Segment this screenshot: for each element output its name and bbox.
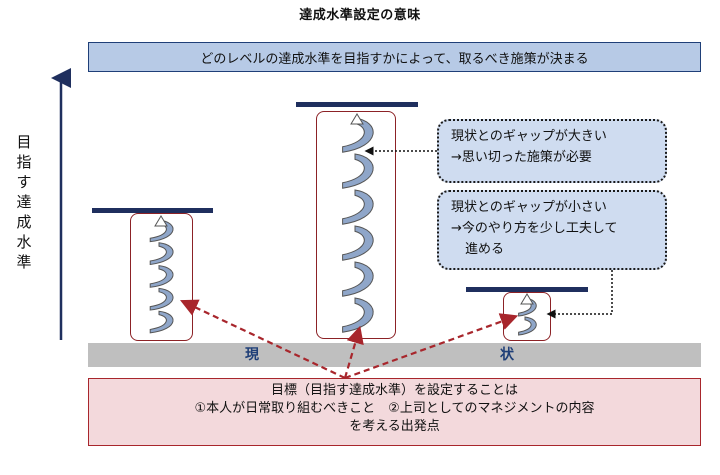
spiral-tip [154,215,168,227]
red-arrow-right [344,313,519,380]
page-title: 達成水準設定の意味 [299,8,421,23]
callout-large-gap: 現状とのギャップが大きい →思い切った施策が必要 [437,119,667,183]
target-bar-high [296,102,418,107]
spiral-segment [342,153,374,189]
ground-bar [88,343,701,367]
spiral-container-medium [130,213,193,341]
ground-label-left: 現 [245,347,259,363]
callout-text: 現状とのギャップが大きい [451,129,607,144]
axis-char: 目 [16,133,32,151]
spiral-tip [350,113,364,125]
spiral-segment [342,189,374,225]
spiral-medium [149,215,174,334]
axis-char: 指 [16,153,32,171]
spiral-segment [149,265,174,288]
axis-char: 水 [16,233,32,251]
bottom-line-2: ①本人が日常取り組むべきこと ②上司としてのマネジメントの内容 [194,401,595,416]
top-banner: どのレベルの達成水準を目指すかによって、取るべき施策が決まる [88,42,701,72]
callout-text: →思い切った施策が必要 [451,150,592,165]
target-bar-low [466,287,588,292]
spiral-segment [149,287,174,311]
vertical-axis-label: 目 指 す 達 成 水 準 [13,132,35,272]
spiral-segment [342,117,374,153]
spiral-tip [520,293,534,305]
bottom-line-1: 目標（目指す達成水準）を設定することは [270,383,518,398]
callout-text: 進める [465,242,505,257]
callout-small-gap: 現状とのギャップが小さい →今のやり方を少し工夫して 進める [437,190,667,270]
axis-char: 達 [16,193,32,211]
spiral-segment [518,316,537,336]
target-bar-medium [92,208,213,213]
spiral-segment [342,297,374,333]
bottom-message-box: 目標（目指す達成水準）を設定することは ①本人が日常取り組むべきこと ②上司とし… [88,378,701,446]
callout-pointer-low [546,270,613,319]
axis-char: 準 [16,253,32,271]
callout-text: →今のやり方を少し工夫して [451,221,618,236]
callout-text: 現状とのギャップが小さい [451,200,607,215]
red-arrow-left [180,299,346,379]
bottom-line-3: を考える出発点 [349,419,440,434]
axis-char: 成 [16,213,32,231]
spiral-segment [342,225,374,261]
spiral-segment [342,261,374,297]
axis-char: す [16,173,32,191]
red-arrow-middle [343,325,364,379]
spiral-segment [149,310,174,334]
spiral-low [518,293,537,336]
spiral-segment [149,242,174,266]
spiral-high [342,113,374,333]
ground-label-right: 状 [500,347,514,363]
top-banner-text: どのレベルの達成水準を目指すかによって、取るべき施策が決まる [200,51,589,67]
